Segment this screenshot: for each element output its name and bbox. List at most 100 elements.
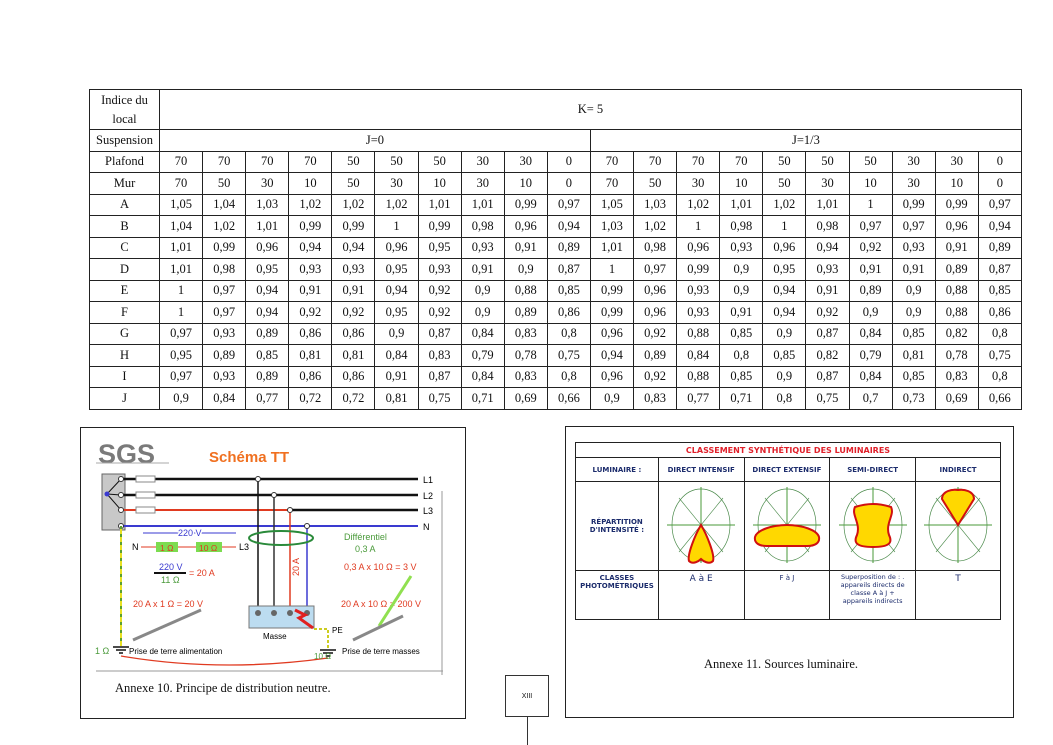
resistor-10ohm xyxy=(196,542,222,552)
value-cell: 0,97 xyxy=(202,301,247,324)
row-label: D xyxy=(89,258,160,281)
value-cell: 0,75 xyxy=(805,387,850,410)
value-cell: 0,85 xyxy=(891,322,936,345)
mur-cell: 50 xyxy=(762,172,807,195)
value-cell: 0,9 xyxy=(503,258,548,281)
value-cell: 0,85 xyxy=(762,344,807,367)
luminaires-classification-table: CLASSEMENT SYNTHÉTIQUE DES LUMINAIRES LU… xyxy=(575,442,1001,620)
value-cell: 0,89 xyxy=(245,322,290,345)
value-cell: 1,02 xyxy=(633,215,678,238)
row-label: I xyxy=(89,365,160,388)
label-l3: L3 xyxy=(423,506,433,516)
value-cell: 0,94 xyxy=(245,301,290,324)
col-direct-extensif: DIRECT EXTENSIF xyxy=(743,457,831,482)
value-cell: 0,97 xyxy=(546,193,591,216)
value-cell: 0,94 xyxy=(977,215,1022,238)
plafond-cell: 70 xyxy=(245,150,290,173)
plafond-cell: 70 xyxy=(589,150,635,173)
value-cell: 0,88 xyxy=(676,365,721,388)
page-number: XIII xyxy=(505,675,549,717)
value-cell: 0,91 xyxy=(805,279,850,302)
value-cell: 0,92 xyxy=(417,301,462,324)
value-cell: 0,88 xyxy=(934,279,979,302)
value-cell: 0,96 xyxy=(589,365,635,388)
value-cell: 0,93 xyxy=(202,322,247,345)
value-cell: 0,87 xyxy=(417,322,462,345)
value-cell: 0,98 xyxy=(719,215,764,238)
value-cell: 0,85 xyxy=(546,279,591,302)
plafond-cell: 0 xyxy=(977,150,1022,173)
value-cell: 0,92 xyxy=(633,365,678,388)
value-cell: 0,84 xyxy=(202,387,247,410)
plafond-cell: 30 xyxy=(934,150,979,173)
value-cell: 0,92 xyxy=(633,322,678,345)
value-cell: 0,89 xyxy=(848,279,893,302)
plafond-cell: 50 xyxy=(374,150,419,173)
value-cell: 0,72 xyxy=(288,387,333,410)
value-cell: 1,04 xyxy=(158,215,204,238)
plafond-cell: 50 xyxy=(417,150,462,173)
value-cell: 0,78 xyxy=(503,344,548,367)
plafond-cell: 50 xyxy=(848,150,893,173)
value-cell: 0,96 xyxy=(676,236,721,259)
value-cell: 1,01 xyxy=(158,236,204,259)
value-cell: 0,98 xyxy=(460,215,505,238)
mur-label: Mur xyxy=(89,172,160,195)
value-cell: 0,88 xyxy=(676,322,721,345)
value-cell: 1,01 xyxy=(719,193,764,216)
value-cell: 0,99 xyxy=(503,193,548,216)
value-cell: 0,84 xyxy=(460,322,505,345)
value-cell: 0,8 xyxy=(977,322,1022,345)
plafond-cell: 70 xyxy=(633,150,678,173)
classes-direct-intensif: A à E xyxy=(657,570,745,620)
sgs-logo: SGS xyxy=(98,439,155,469)
value-cell: 0,93 xyxy=(891,236,936,259)
value-cell: 0,71 xyxy=(460,387,505,410)
polar-indirect xyxy=(915,481,1001,571)
value-cell: 0,87 xyxy=(805,365,850,388)
star-point xyxy=(104,491,110,497)
value-cell: 0,93 xyxy=(202,365,247,388)
value-cell: 0,92 xyxy=(805,301,850,324)
value-cell: 0,9 xyxy=(374,322,419,345)
value-cell: 0,91 xyxy=(460,258,505,281)
plafond-cell: 50 xyxy=(762,150,807,173)
value-cell: 0,91 xyxy=(848,258,893,281)
classes-semi-direct: Superposition de : . appareils directs d… xyxy=(829,570,916,620)
value-cell: 0,83 xyxy=(934,365,979,388)
value-cell: 1 xyxy=(374,215,419,238)
value-cell: 0,69 xyxy=(934,387,979,410)
value-cell: 1 xyxy=(848,193,893,216)
col-semi-direct: SEMI-DIRECT xyxy=(829,457,916,482)
value-cell: 0,96 xyxy=(245,236,290,259)
value-cell: 1 xyxy=(589,258,635,281)
value-cell: 1,02 xyxy=(288,193,333,216)
value-cell: 0,66 xyxy=(977,387,1022,410)
value-cell: 0,83 xyxy=(503,365,548,388)
value-cell: 0,97 xyxy=(848,215,893,238)
value-cell: 0,97 xyxy=(158,365,204,388)
value-cell: 0,95 xyxy=(245,258,290,281)
value-cell: 0,75 xyxy=(546,344,591,367)
mur-cell: 10 xyxy=(719,172,764,195)
value-cell: 0,81 xyxy=(288,344,333,367)
value-cell: 0,82 xyxy=(805,344,850,367)
row-label: E xyxy=(89,279,160,302)
value-cell: 0,96 xyxy=(589,322,635,345)
value-cell: 0,92 xyxy=(417,279,462,302)
value-cell: 0,9 xyxy=(158,387,204,410)
value-cell: 0,94 xyxy=(546,215,591,238)
value-cell: 0,99 xyxy=(589,279,635,302)
plafond-cell: 70 xyxy=(288,150,333,173)
r-alim-label: 1 Ω xyxy=(95,646,110,656)
value-cell: 0,99 xyxy=(676,258,721,281)
value-cell: 0,78 xyxy=(934,344,979,367)
utilance-correction-table: Indice du local K= 5 Suspension J=0 J=1/… xyxy=(89,89,1022,410)
value-cell: 1,03 xyxy=(633,193,678,216)
value-cell: 1,01 xyxy=(158,258,204,281)
